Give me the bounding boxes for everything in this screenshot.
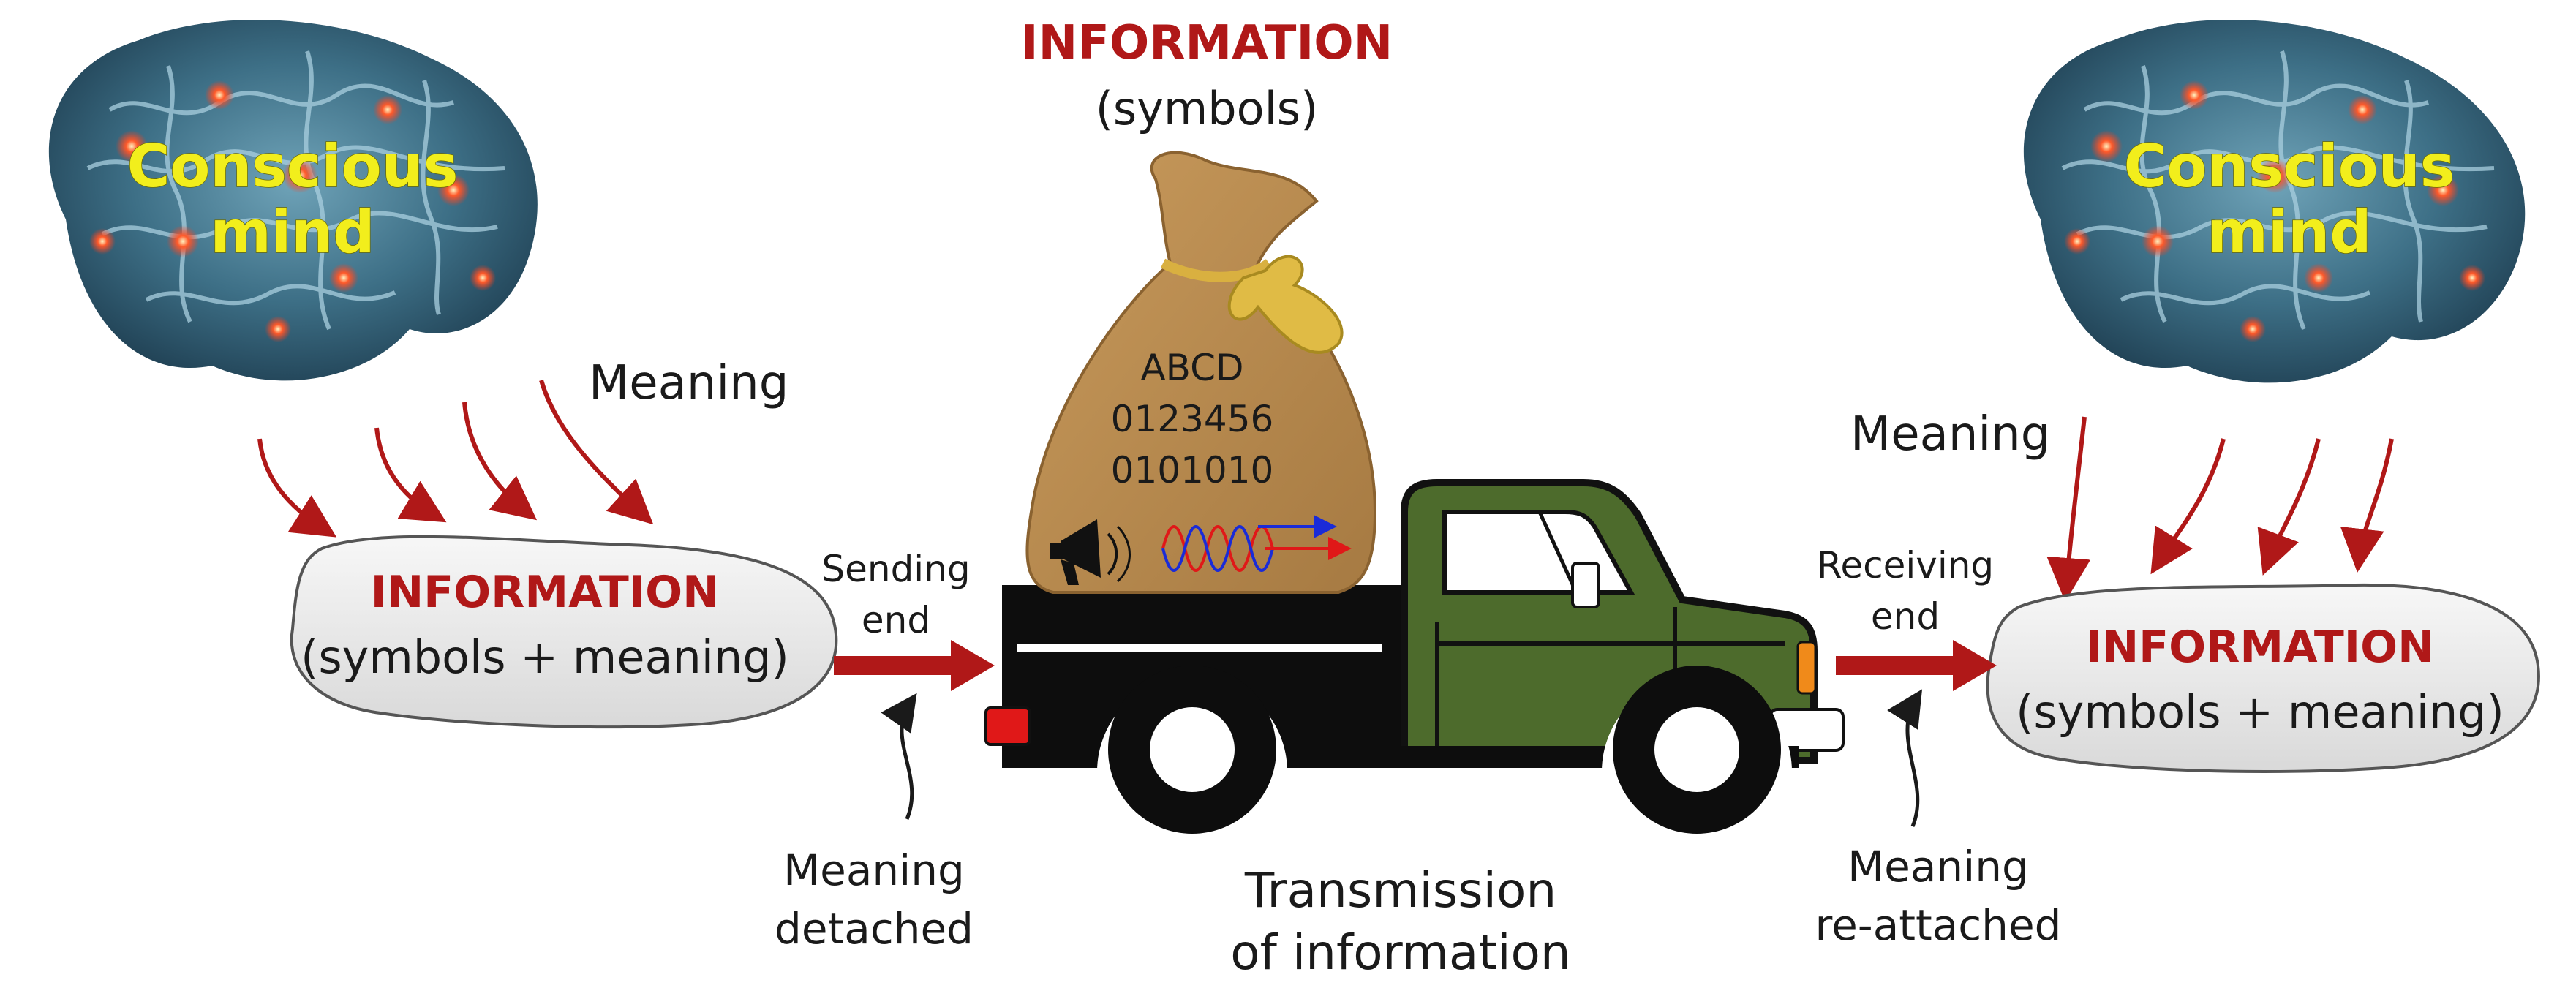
detached-pointer-arrow: [881, 693, 917, 820]
left-cloud-title: INFORMATION: [371, 567, 720, 618]
front-wheel: [1613, 666, 1781, 834]
left-brain-illustration: Conscious mind: [48, 20, 538, 381]
rear-wheel: [1108, 666, 1276, 834]
bag-ribbon-bow: [1227, 255, 1344, 354]
signal-waves-icon: [1161, 515, 1352, 572]
reattached-label-line2: re-attached: [1815, 900, 2062, 950]
information-bag: ABCD 0123456 0101010: [1025, 151, 1377, 594]
sending-end-line1: Sending: [821, 548, 970, 590]
sending-arrow: [834, 640, 995, 691]
bag-text-line2: 0123456: [1111, 398, 1274, 440]
detached-label-line2: detached: [775, 904, 973, 954]
left-brain-text-line2: mind: [211, 198, 375, 266]
megaphone-icon: [1050, 519, 1131, 585]
right-cloud-subtitle: (symbols + meaning): [2016, 685, 2504, 739]
right-information-cloud: INFORMATION (symbols + meaning): [1986, 583, 2540, 773]
receiving-arrow: [1836, 640, 1997, 691]
receiving-end-line1: Receiving: [1817, 544, 1994, 587]
bag-subtitle: (symbols): [1096, 82, 1319, 135]
reattached-pointer-arrow: [1887, 689, 1923, 827]
detached-label-line1: Meaning: [783, 845, 965, 895]
bag-title: INFORMATION: [1021, 16, 1393, 70]
receiving-end-line2: end: [1871, 595, 1940, 638]
bag-text-line3: 0101010: [1111, 449, 1274, 491]
transmission-label-line2: of information: [1230, 924, 1571, 981]
left-meaning-label: Meaning: [589, 356, 788, 410]
sending-end-line2: end: [862, 599, 930, 641]
bag-text-line1: ABCD: [1140, 347, 1243, 389]
transmission-label-line1: Transmission: [1244, 862, 1556, 919]
left-meaning-arrows: [257, 380, 654, 538]
right-meaning-label: Meaning: [1850, 407, 2050, 461]
right-brain-text-line2: mind: [2207, 198, 2372, 266]
left-cloud-subtitle: (symbols + meaning): [301, 630, 789, 684]
left-brain-text-line1: Conscious: [127, 132, 459, 200]
reattached-label-line1: Meaning: [1848, 842, 2029, 891]
right-brain-illustration: Conscious mind: [2023, 20, 2526, 383]
right-meaning-arrows: [2046, 416, 2394, 602]
right-cloud-title: INFORMATION: [2086, 622, 2435, 673]
left-information-cloud: INFORMATION (symbols + meaning): [290, 535, 838, 729]
right-brain-text-line1: Conscious: [2124, 132, 2455, 200]
